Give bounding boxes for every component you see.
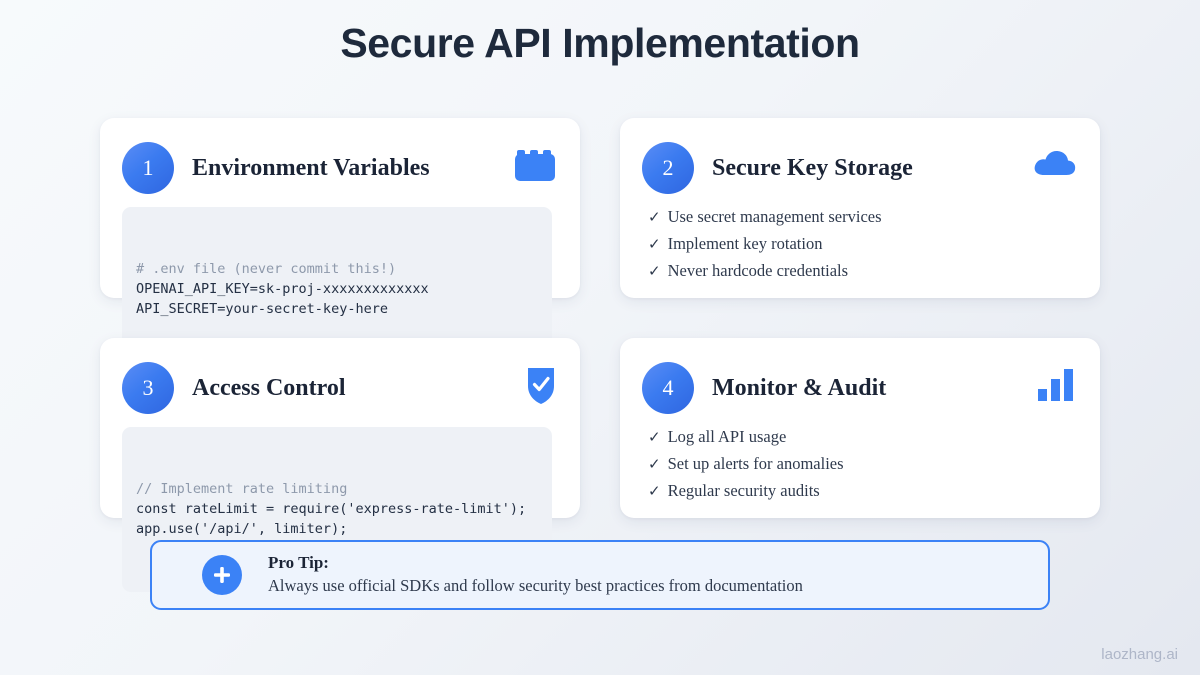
bar-chart-icon [1030, 366, 1076, 412]
card-header: 3 Access Control [122, 362, 552, 414]
shield-check-icon [510, 366, 556, 412]
card-access-control[interactable]: 3 Access Control // Implement rate limit… [100, 338, 580, 592]
list-item: ✓ Log all API usage [648, 424, 1072, 451]
list-item-label: Log all API usage [667, 427, 787, 446]
code-line: API_SECRET=your-secret-key-here [136, 301, 388, 317]
check-icon: ✓ [648, 484, 661, 500]
list-item-label: Regular security audits [667, 481, 820, 500]
pro-tip-banner[interactable]: Pro Tip: Always use official SDKs and fo… [150, 540, 1050, 610]
card-title: Environment Variables [192, 154, 430, 181]
pro-tip-body: Always use official SDKs and follow secu… [268, 576, 803, 595]
checklist: ✓ Log all API usage ✓ Set up alerts for an… [648, 424, 1072, 505]
list-item: ✓ Use secret management services [648, 204, 1072, 231]
card-environment-variables[interactable]: 1 Environment Variables # .env file (nev… [100, 118, 580, 372]
card-title: Monitor & Audit [712, 374, 887, 401]
code-line: app.use('/api/', limiter); [136, 521, 348, 537]
check-icon: ✓ [648, 430, 661, 446]
card-header: 2 Secure Key Storage [642, 142, 1072, 194]
checklist: ✓ Use secret management services ✓ Impleme… [648, 204, 1072, 285]
check-icon: ✓ [648, 210, 661, 226]
pro-tip-label: Pro Tip: [268, 553, 329, 572]
cloud-icon [1030, 146, 1076, 192]
code-comment: // Implement rate limiting [136, 481, 348, 497]
list-item: ✓ Set up alerts for anomalies [648, 451, 1072, 478]
code-comment: # .env file (never commit this!) [136, 261, 397, 277]
step-badge: 2 [642, 142, 694, 194]
list-item-label: Set up alerts for anomalies [667, 454, 844, 473]
plus-icon [202, 555, 242, 595]
card-secure-key-storage[interactable]: 2 Secure Key Storage ✓ Use secret managem… [620, 118, 1100, 298]
step-badge: 1 [122, 142, 174, 194]
pro-tip-text: Pro Tip: Always use official SDKs and fo… [268, 552, 803, 598]
card-header: 1 Environment Variables [122, 142, 552, 194]
code-line: OPENAI_API_KEY=sk-proj-xxxxxxxxxxxxx [136, 281, 429, 297]
card-grid: 1 Environment Variables # .env file (nev… [100, 118, 1100, 592]
list-item-label: Implement key rotation [667, 234, 823, 253]
list-item: ✓ Never hardcode credentials [648, 258, 1072, 285]
calendar-icon [510, 146, 556, 192]
list-item-label: Never hardcode credentials [667, 261, 849, 280]
watermark: laozhang.ai [1101, 646, 1178, 663]
check-icon: ✓ [648, 237, 661, 253]
check-icon: ✓ [648, 457, 661, 473]
page-title: Secure API Implementation [340, 20, 860, 66]
card-title: Access Control [192, 374, 346, 401]
card-monitor-audit[interactable]: 4 Monitor & Audit ✓ Log all API usage ✓ Se… [620, 338, 1100, 518]
list-item: ✓ Regular security audits [648, 478, 1072, 505]
list-item-label: Use secret management services [667, 207, 882, 226]
step-badge: 3 [122, 362, 174, 414]
list-item: ✓ Implement key rotation [648, 231, 1072, 258]
card-title: Secure Key Storage [712, 154, 913, 181]
step-badge: 4 [642, 362, 694, 414]
card-header: 4 Monitor & Audit [642, 362, 1072, 414]
code-line: const rateLimit = require('express-rate-… [136, 501, 527, 517]
check-icon: ✓ [648, 264, 661, 280]
